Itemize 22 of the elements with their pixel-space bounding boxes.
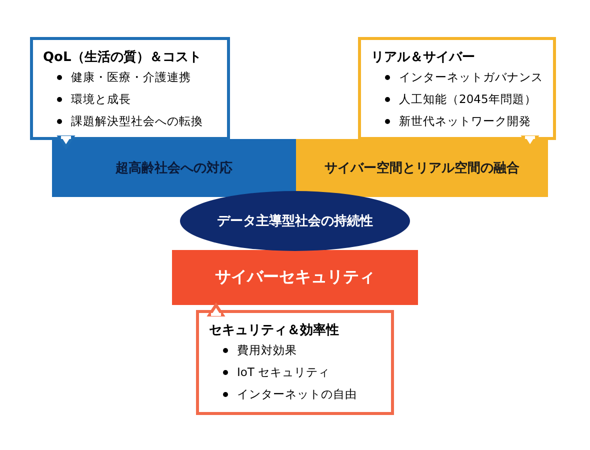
bullet-text: 環境と成長 [71,92,131,107]
ellipse-label: データ主導型社会の持続性 [217,212,373,230]
bullet-text: 新世代ネットワーク開発 [399,114,531,129]
callout-box [358,37,556,140]
bullet-text: 人工知能（2045年問題） [399,92,536,107]
banner [296,139,548,197]
banner [52,139,296,197]
bullet-text: 費用対効果 [237,343,297,358]
bullet-text: インターネットガバナンス [399,70,543,85]
banner-label: サイバーセキュリティ [215,267,375,288]
bullet-text: 健康・医療・介護連携 [71,70,191,85]
bullet-text: インターネットの自由 [237,387,357,402]
callout-box [196,310,394,415]
banner [172,250,418,305]
callout-heading: リアル＆サイバー [371,49,475,66]
callout-heading: QoL（生活の質）＆コスト [43,48,202,66]
banner-label: サイバー空間とリアル空間の融合 [324,160,520,177]
bullet-text: 課題解決型社会への転換 [71,114,203,129]
callout-box [30,37,230,140]
banner-label: 超高齢社会への対応 [116,160,232,177]
bullet-text: IoT セキュリティ [237,365,330,380]
callout-heading: セキュリティ＆効率性 [209,322,339,339]
